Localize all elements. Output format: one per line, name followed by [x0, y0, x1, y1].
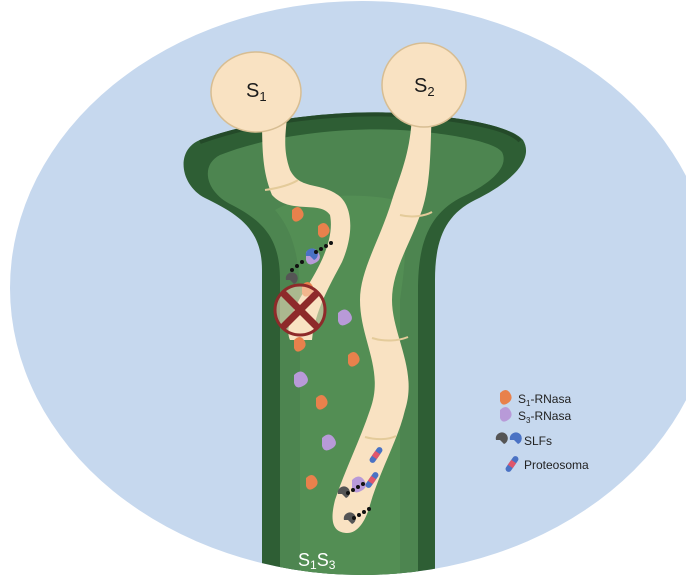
svg-text:Proteosoma: Proteosoma: [524, 458, 589, 472]
cross-circle-icon: [275, 285, 325, 335]
svg-text:SLFs: SLFs: [524, 434, 552, 448]
